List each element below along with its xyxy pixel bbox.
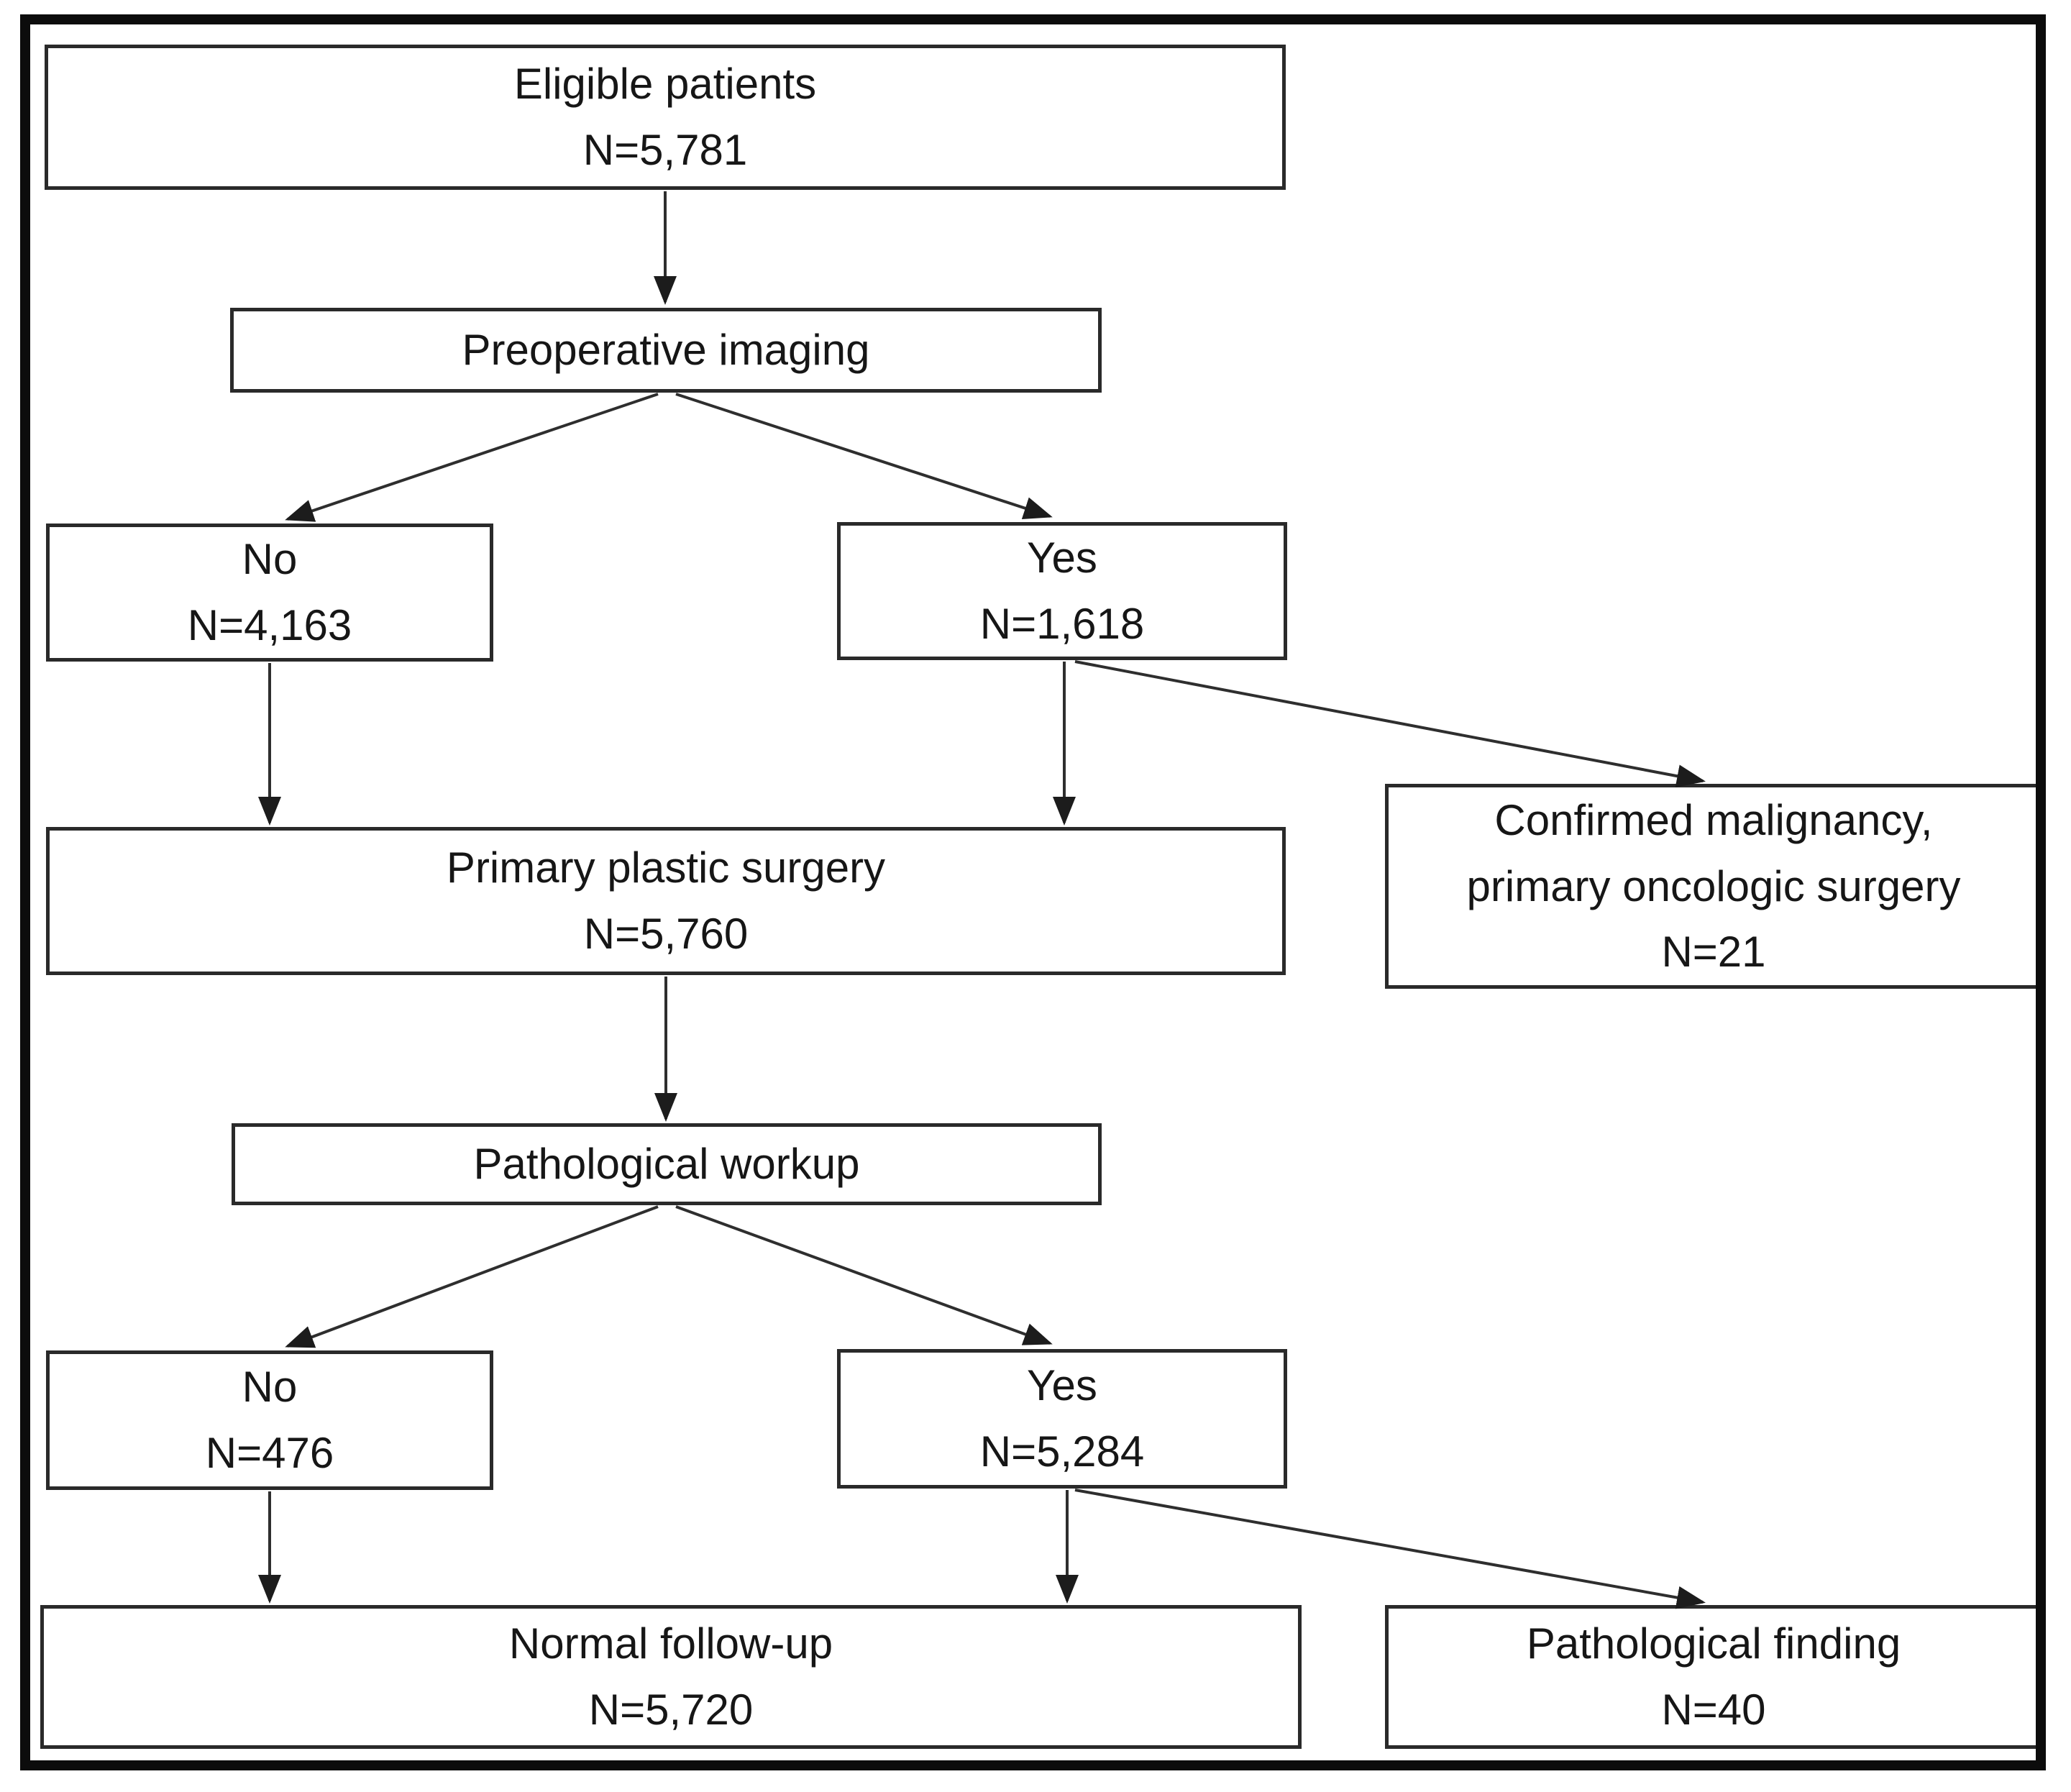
node-label: Yes (1027, 534, 1097, 582)
node-imaging-no: No N=4,163 (46, 524, 493, 662)
node-label: Normal follow-up (508, 1619, 833, 1668)
node-count: N=40 (1661, 1686, 1766, 1734)
node-normal-follow-up: Normal follow-up N=5,720 (40, 1605, 1302, 1749)
arrow-preop-to-yes (675, 393, 1053, 520)
node-label: Primary plastic surgery (446, 844, 886, 892)
node-imaging-yes: Yes N=1,618 (837, 522, 1287, 660)
node-label: Preoperative imaging (462, 326, 870, 375)
node-confirmed-malignancy: Confirmed malignancy, primary oncologic … (1385, 784, 2042, 989)
node-count: N=1,618 (979, 600, 1145, 648)
node-pathological-finding: Pathological finding N=40 (1385, 1605, 2042, 1749)
node-workup-no: No N=476 (46, 1350, 493, 1490)
node-count: N=476 (205, 1429, 334, 1477)
node-primary-plastic-surgery: Primary plastic surgery N=5,760 (46, 827, 1286, 975)
node-label: No (242, 535, 298, 584)
node-count: N=5,720 (588, 1686, 754, 1734)
node-pathological-workup: Pathological workup (232, 1123, 1102, 1205)
node-workup-yes: Yes N=5,284 (837, 1349, 1287, 1489)
arrow-workup-to-yes (675, 1205, 1053, 1345)
arrow-yes-to-pathfinding (1074, 1489, 1706, 1609)
arrow-workup-to-no (285, 1205, 659, 1348)
node-count: N=5,760 (583, 910, 749, 958)
node-count: N=5,284 (979, 1427, 1145, 1476)
arrow-yes-to-confirmed (1074, 660, 1706, 787)
node-label: No (242, 1363, 298, 1412)
node-label: Eligible patients (513, 60, 817, 109)
arrow-preop-to-no (285, 393, 659, 522)
node-label: Pathological finding (1526, 1619, 1901, 1668)
node-label: Confirmed malignancy, primary oncologic … (1466, 795, 1961, 910)
node-label: Pathological workup (473, 1140, 860, 1189)
node-count: N=21 (1661, 928, 1766, 977)
node-label: Yes (1027, 1361, 1097, 1410)
node-eligible-patients: Eligible patients N=5,781 (45, 45, 1286, 190)
node-preoperative-imaging: Preoperative imaging (230, 308, 1102, 393)
node-count: N=4,163 (187, 601, 352, 649)
node-count: N=5,781 (582, 126, 748, 174)
